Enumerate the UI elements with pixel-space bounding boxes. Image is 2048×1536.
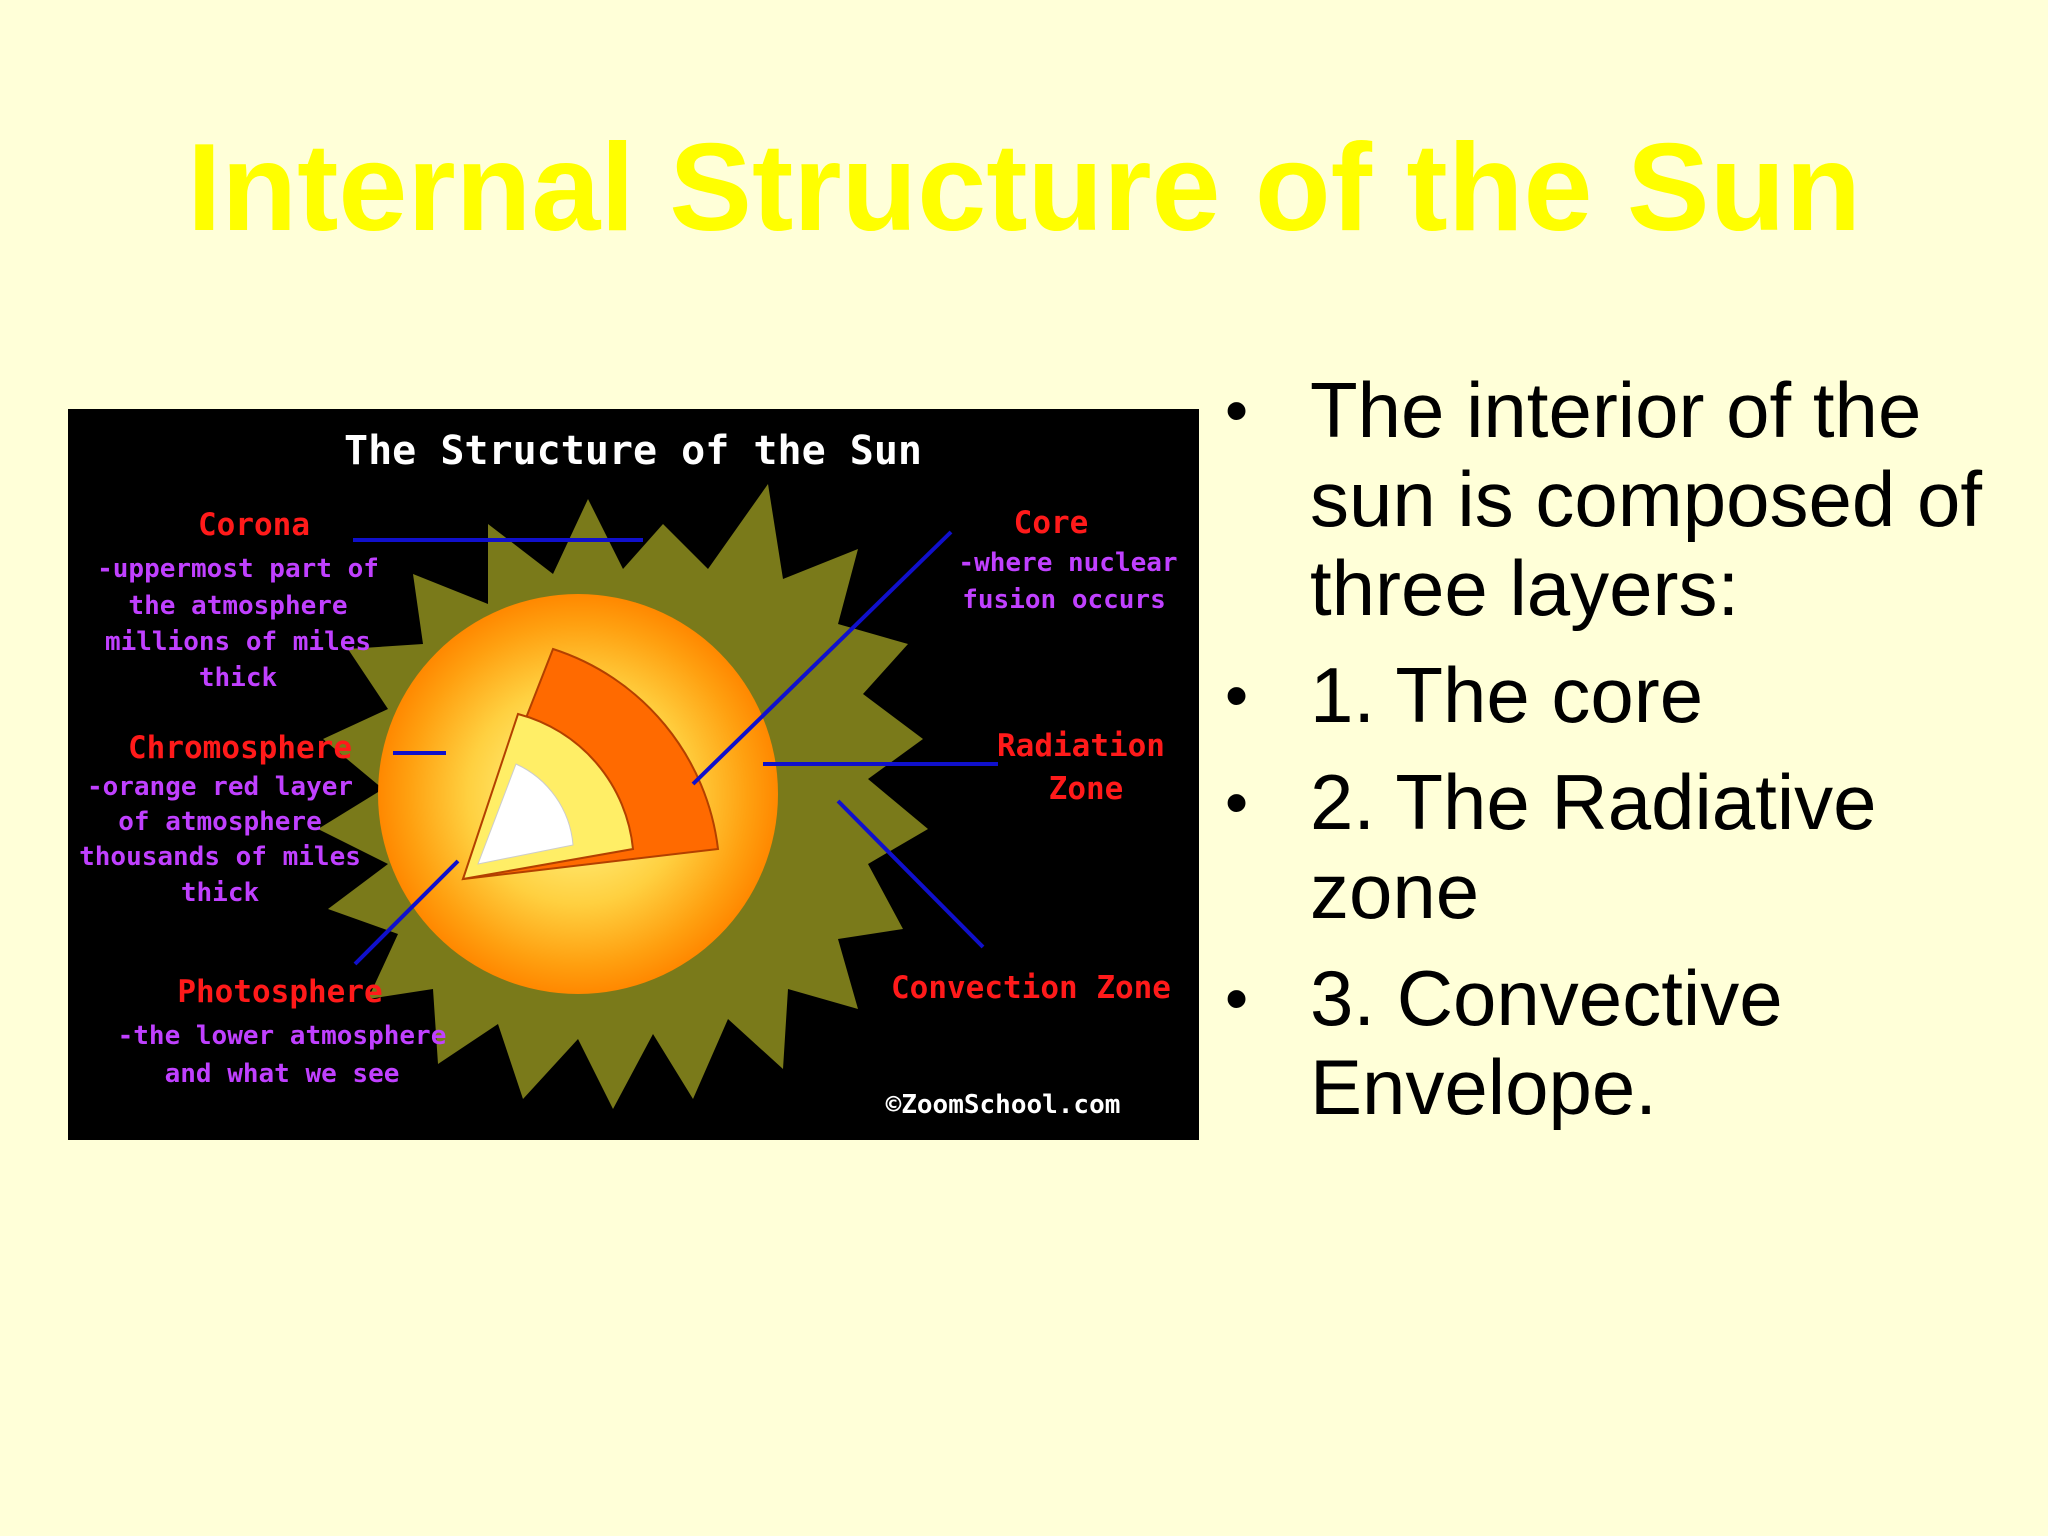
leader-lines (353, 530, 998, 966)
corona-desc-line: thick (199, 663, 278, 693)
bullet-item: • 3. Convective Envelope. (1225, 954, 2025, 1132)
bullet-text: 2. The Radiative zone (1310, 758, 1877, 935)
bullet-text: The interior of the sun is composed of t… (1310, 366, 1983, 632)
diagram-credit: ©ZoomSchool.com (886, 1090, 1121, 1120)
radiation-zone-label: Radiation (997, 728, 1165, 764)
chromosphere-desc-line: thick (181, 878, 260, 908)
corona-desc-line: the atmosphere (128, 591, 347, 621)
bullet-dot-icon: • (1225, 658, 1249, 732)
diagram-title: The Structure of the Sun (344, 428, 922, 474)
convection-zone-label: Convection Zone (891, 970, 1171, 1006)
sun-structure-diagram: The Structure of the Sun Corona -uppermo… (68, 409, 1199, 1140)
bullet-dot-icon: • (1225, 373, 1249, 447)
chromosphere-desc-line: of atmosphere (118, 807, 322, 837)
photosphere-leader-line (353, 859, 460, 966)
core-desc-line: fusion occurs (962, 585, 1166, 615)
bullet-dot-icon: • (1225, 765, 1249, 839)
core-desc-line: -where nuclear (958, 548, 1177, 578)
photosphere-desc-line: and what we see (165, 1059, 400, 1089)
convection-zone-leader-line (836, 799, 985, 949)
corona-desc-line: -uppermost part of (97, 554, 379, 584)
sun-diagram-svg: The Structure of the Sun Corona -uppermo… (79, 428, 1177, 1120)
bullet-text: 3. Convective Envelope. (1310, 954, 1783, 1131)
photosphere-label: Photosphere (177, 974, 382, 1010)
bullet-item: • 2. The Radiative zone (1225, 758, 2025, 936)
bullet-text: 1. The core (1310, 651, 1704, 739)
corona-desc-line: millions of miles (105, 627, 371, 657)
slide-title: Internal Structure of the Sun (186, 119, 1862, 257)
bullet-item: • The interior of the sun is composed of … (1225, 366, 2025, 633)
bullet-dot-icon: • (1225, 961, 1249, 1035)
core-label: Core (1014, 505, 1089, 541)
core-wedge (477, 763, 574, 865)
photosphere-desc-line: -the lower atmosphere (118, 1021, 447, 1051)
corona-label: Corona (198, 507, 310, 543)
chromosphere-desc-line: thousands of miles (79, 842, 361, 872)
radiation-zone-label-line2: Zone (1049, 771, 1124, 807)
chromosphere-label: Chromosphere (128, 730, 352, 766)
bullet-list: • The interior of the sun is composed of … (1225, 366, 2025, 1150)
chromosphere-desc-line: -orange red layer (87, 772, 353, 802)
core-leader-line (691, 530, 953, 786)
bullet-item: • 1. The core (1225, 651, 2025, 740)
